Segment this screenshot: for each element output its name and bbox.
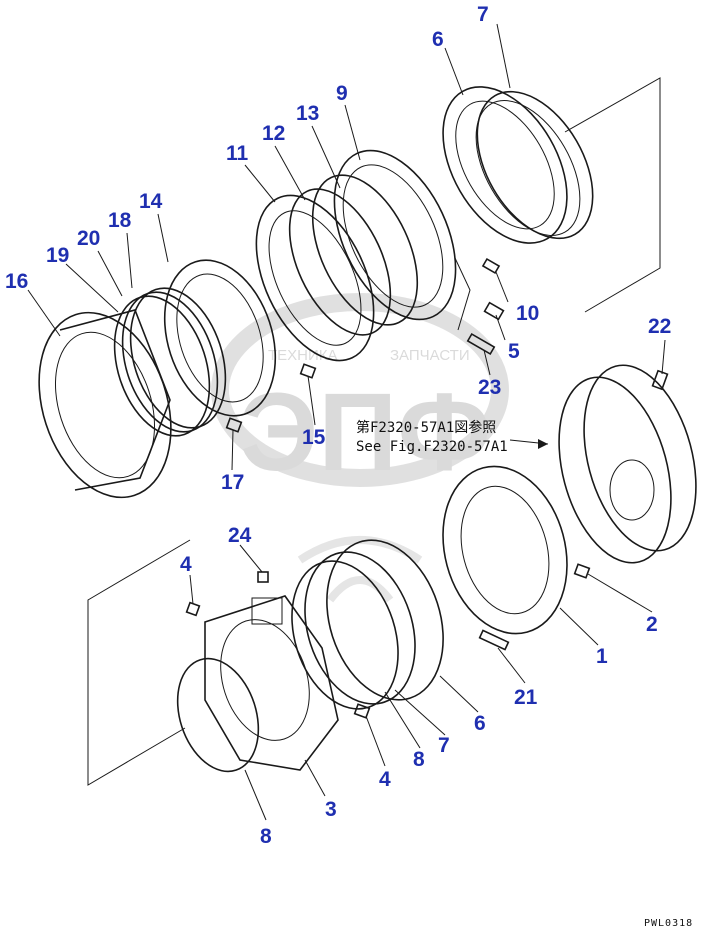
reference-note-english: See Fig.F2320-57A1 bbox=[356, 439, 508, 455]
callout-8-bottom-right: 8 bbox=[413, 748, 425, 771]
callout-8-bottom-left: 8 bbox=[260, 825, 272, 848]
watermark: ТЕХНИКА ЗАПЧАСТИ ЭПФ bbox=[211, 293, 509, 603]
part-14-plate bbox=[163, 259, 277, 417]
callout-3: 3 bbox=[325, 798, 337, 821]
callout-2: 2 bbox=[646, 613, 658, 636]
callouts: 7 6 9 13 12 11 14 18 20 19 16 10 5 23 22… bbox=[5, 3, 671, 848]
callout-16: 16 bbox=[5, 270, 28, 293]
callout-7-bottom: 7 bbox=[438, 734, 450, 757]
leader-box-bottom bbox=[87, 539, 191, 786]
callout-9: 9 bbox=[336, 82, 348, 105]
callout-7-top: 7 bbox=[477, 3, 489, 26]
part-5-bolt bbox=[483, 301, 505, 321]
part-6-plate-bottom bbox=[326, 539, 444, 701]
watermark-left-text: ТЕХНИКА bbox=[268, 347, 338, 364]
callout-4-right: 4 bbox=[379, 768, 391, 791]
part-3-housing bbox=[204, 595, 339, 771]
reference-note-japanese: 第F2320-57A1図参照 bbox=[356, 419, 496, 436]
callout-20: 20 bbox=[77, 227, 100, 250]
part-18-20-19-rings bbox=[113, 287, 227, 437]
part-21-pin bbox=[478, 629, 510, 651]
callout-4-left: 4 bbox=[180, 553, 192, 576]
callout-23: 23 bbox=[478, 376, 501, 399]
callout-17: 17 bbox=[221, 471, 244, 494]
part-22-cover bbox=[558, 364, 697, 564]
watermark-logo: ЭПФ bbox=[240, 371, 491, 494]
callout-15: 15 bbox=[302, 426, 326, 449]
watermark-right-text: ЗАПЧАСТИ bbox=[390, 347, 470, 364]
part-10-pin bbox=[481, 257, 501, 275]
drawing-code: PWL0318 bbox=[644, 918, 693, 929]
callout-21: 21 bbox=[514, 686, 538, 709]
reference-note: 第F2320-57A1図参照 See Fig.F2320-57A1 bbox=[356, 419, 549, 455]
part-17-plug bbox=[225, 417, 243, 433]
part-4-bolt-right bbox=[353, 703, 371, 719]
part-7-ring-bottom bbox=[304, 551, 416, 705]
callout-5: 5 bbox=[508, 340, 520, 363]
callout-19: 19 bbox=[46, 244, 69, 267]
part-6-plate-top bbox=[442, 86, 568, 244]
callout-6-top: 6 bbox=[432, 28, 444, 51]
callout-10: 10 bbox=[516, 302, 539, 325]
callout-24: 24 bbox=[228, 524, 252, 547]
part-13-ring bbox=[311, 174, 419, 326]
callout-14: 14 bbox=[139, 190, 163, 213]
callout-6-bottom: 6 bbox=[474, 712, 486, 735]
part-16-housing bbox=[38, 309, 172, 499]
leader-10-5 bbox=[454, 257, 471, 331]
part-11-plate bbox=[255, 194, 375, 362]
callout-13: 13 bbox=[296, 102, 319, 125]
part-15-plug bbox=[299, 363, 317, 379]
part-9-plate bbox=[333, 149, 457, 321]
part-4-bolt-left bbox=[185, 601, 201, 617]
callout-18: 18 bbox=[108, 209, 132, 232]
callout-22: 22 bbox=[648, 315, 671, 338]
part-8-ring-bottom-left bbox=[176, 657, 260, 773]
leader-box-top bbox=[564, 77, 661, 313]
callout-1: 1 bbox=[596, 645, 608, 668]
part-23-pin bbox=[466, 332, 496, 356]
part-24-pin bbox=[257, 571, 269, 583]
callout-11: 11 bbox=[226, 142, 249, 165]
callout-12: 12 bbox=[262, 122, 285, 145]
part-7-ring-top bbox=[475, 90, 594, 240]
callout-leaders bbox=[27, 23, 666, 821]
part-1-plate bbox=[442, 465, 568, 635]
part-12-ring bbox=[288, 188, 392, 336]
part-2-bolt bbox=[573, 563, 591, 579]
